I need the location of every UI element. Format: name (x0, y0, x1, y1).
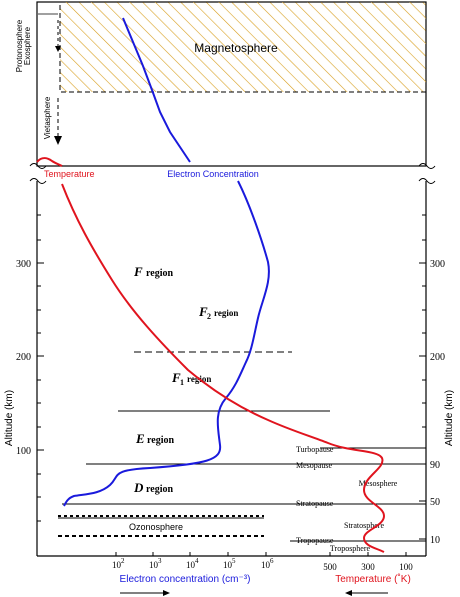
bottom-axis-ticks (115, 552, 407, 556)
ozonosphere-band (58, 515, 264, 537)
electron-tick-labels: 10 2 10 3 10 4 10 5 10 6 (112, 557, 274, 570)
arrow-down-icon (54, 136, 62, 145)
axis-break-left-bottom (29, 178, 47, 184)
mesopause-label: Mesopause (296, 461, 332, 470)
axis-break-right-bottom (418, 178, 436, 184)
svg-text:E: E (135, 431, 145, 446)
right-tick-200: 200 (430, 352, 445, 363)
svg-text:region: region (147, 435, 174, 446)
svg-text:2: 2 (207, 312, 211, 321)
tropopause-label: Tropopause (296, 536, 334, 545)
electron-axis-title: Electron concentration (cm⁻³) (120, 574, 251, 585)
axis-break-right-top (418, 163, 436, 169)
temperature-curve-label: Temperature (44, 169, 95, 179)
e-region-label: E region (135, 431, 174, 446)
arrow-left-icon (345, 590, 352, 596)
arrow-head-icon (55, 46, 61, 52)
electron-tick-1e5-exp: 5 (232, 557, 236, 565)
left-tick-100: 100 (16, 446, 31, 457)
svg-text:F: F (133, 264, 143, 279)
temp-tick-100: 100 (399, 562, 413, 572)
mesosphere-label: Mesosphere (359, 479, 398, 488)
svg-text:region: region (146, 484, 173, 495)
right-tick-300: 300 (430, 259, 445, 270)
svg-text:region: region (146, 268, 173, 279)
temperature-curve-upper (36, 157, 63, 167)
ozonosphere-label: Ozonosphere (129, 522, 183, 532)
temp-tick-300: 300 (361, 562, 375, 572)
svg-text:D: D (133, 480, 144, 495)
temperature-curve-lower (61, 183, 386, 553)
electron-tick-1e2-exp: 2 (121, 557, 125, 565)
altitude-axis-title-left: Altitude (km) (4, 390, 15, 446)
right-tick-90: 90 (430, 460, 440, 471)
electron-tick-1e5-base: 10 (223, 560, 233, 570)
svg-text:region: region (214, 308, 238, 318)
electron-tick-1e2-base: 10 (112, 560, 122, 570)
vietasphere-label: Vietasphere (43, 96, 52, 139)
electron-tick-1e4-base: 10 (186, 560, 196, 570)
electron-tick-1e6-exp: 6 (270, 557, 274, 565)
svg-text:1: 1 (180, 378, 184, 387)
svg-text:F: F (171, 370, 181, 385)
left-axis-ticks (37, 214, 44, 522)
left-tick-200: 200 (16, 352, 31, 363)
electron-tick-1e3-base: 10 (149, 560, 159, 570)
troposphere-label: Troposphere (330, 544, 371, 553)
electron-curve-label: Electron Concentration (167, 169, 259, 179)
temp-tick-500: 500 (323, 562, 337, 572)
f-region-label: F region (133, 264, 173, 279)
protonosphere-label: Protonosphere (15, 19, 24, 72)
turbopause-label: Turbopause (296, 445, 334, 454)
electron-tick-1e4-exp: 4 (195, 557, 199, 565)
svg-text:F: F (198, 304, 208, 319)
exosphere-label: Exosphere (23, 26, 32, 65)
f2-region-label: F 2 region (198, 304, 238, 321)
right-tick-50: 50 (430, 497, 440, 508)
right-axis-ticks (419, 214, 426, 540)
left-tick-300: 300 (16, 259, 31, 270)
altitude-axis-title-right: Altitude (km) (444, 390, 455, 446)
d-region-label: D region (133, 480, 173, 495)
electron-curve-upper (122, 17, 191, 163)
stratosphere-label: Stratosphere (344, 521, 384, 530)
magnetosphere-label: Magnetosphere (194, 41, 278, 55)
stratopause-label: Stratopause (296, 499, 334, 508)
electron-tick-1e6-base: 10 (261, 560, 271, 570)
arrow-right-icon (163, 590, 170, 596)
electron-tick-1e3-exp: 3 (158, 557, 162, 565)
temperature-axis-title: Temperature (˚K) (335, 573, 411, 585)
electron-curve-lower (63, 180, 270, 507)
axis-break-left-top (29, 163, 47, 169)
right-tick-10: 10 (430, 535, 440, 546)
